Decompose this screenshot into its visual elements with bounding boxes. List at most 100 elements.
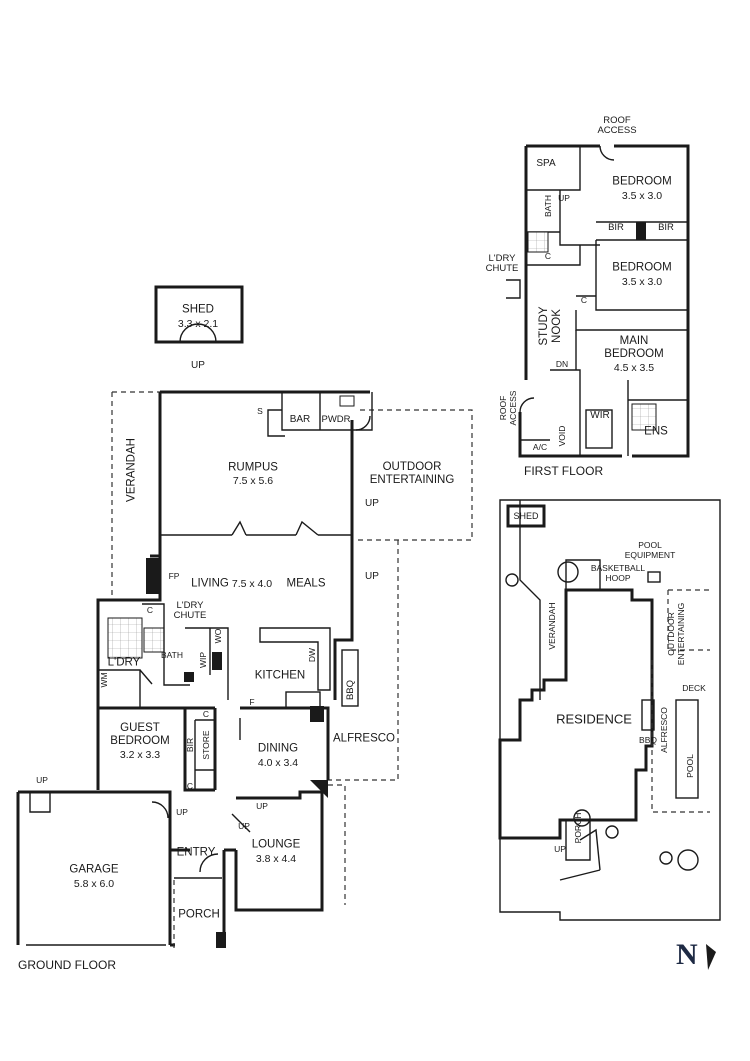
kitchen-pillar [310, 706, 324, 722]
site-outdoor-label: OUTDOOR ENTERTAINING [666, 602, 686, 666]
shed-walls [154, 285, 244, 344]
bbq-label: BBQ [345, 679, 356, 701]
fireplace-label: FP [168, 571, 180, 581]
main-bedroom-name: MAIN BEDROOM [604, 335, 664, 360]
site-pool-label: POOL [685, 754, 695, 778]
north-label: N [676, 938, 698, 971]
pwdr-label: PWDR [321, 414, 351, 425]
side-roof-access-door [519, 397, 535, 413]
site-drive [559, 828, 601, 881]
tree-2 [505, 573, 519, 587]
rumpus-up: UP [365, 498, 379, 509]
void-label: VOID [557, 425, 567, 447]
ground-floor-plan [16, 285, 473, 948]
kitchen-cooktop [285, 691, 321, 709]
bath-label: BATH [160, 650, 184, 660]
first-up-label: UP [558, 193, 570, 203]
spa-label: SPA [536, 158, 556, 169]
pool-shape [675, 699, 699, 799]
site-bbq [641, 699, 655, 731]
rumpus-s-label: S [257, 406, 263, 416]
first-floor-title: FIRST FLOOR [524, 464, 604, 478]
dining-up: UP [256, 801, 268, 811]
site-alfresco-outline [651, 660, 710, 813]
site-up-label: UP [554, 844, 566, 854]
site-boundary [499, 499, 721, 921]
bedroom2-name: BEDROOM [612, 261, 672, 274]
guest-bir-label: BIR [185, 737, 195, 753]
living-size: 7.5 x 4.0 [231, 578, 273, 590]
roof-access-side-label: ROOF ACCESS [498, 390, 518, 426]
ldry-chute-box [506, 279, 521, 299]
lounge-arrow [231, 813, 251, 833]
bir-divider [636, 222, 646, 240]
rumpus-size: 7.5 x 5.6 [232, 475, 274, 487]
ens-tiles [631, 403, 657, 431]
tree-1 [557, 561, 579, 583]
meals-label: MEALS [286, 577, 326, 590]
guest-bedroom-name: GUEST BEDROOM [110, 722, 170, 747]
first-bath-label: BATH [543, 194, 553, 218]
roof-access-top-label: ROOF ACCESS [597, 115, 637, 136]
lounge-name: LOUNGE [251, 838, 301, 851]
shed-up: UP [191, 360, 205, 371]
store-c-label: C [202, 709, 210, 719]
porch-pillar [216, 932, 226, 948]
first-floor-walls [518, 144, 690, 458]
living-label: LIVING [191, 577, 229, 590]
pwdr-door-swing [355, 415, 371, 431]
lounge-up: UP [238, 821, 250, 831]
basketball-hoop-label: BASKETBALL HOOP [590, 563, 646, 583]
guest-store-walls [96, 706, 330, 792]
main-bedroom-partitions [550, 330, 688, 456]
first-ldry-chute-label: L'DRY CHUTE [485, 253, 519, 274]
meals-up: UP [365, 571, 379, 582]
ground-floor-title: GROUND FLOOR [18, 958, 117, 972]
verandah-outline [111, 391, 160, 600]
store-partitions [194, 719, 215, 790]
laundry-bath-partitions [98, 603, 229, 708]
lounge-size: 3.8 x 4.4 [255, 853, 297, 865]
tree-5 [677, 849, 699, 871]
fireplace [146, 558, 160, 594]
dishwasher-label: DW [307, 647, 317, 663]
site-outdoor-outline [667, 589, 710, 651]
wip-label: WIP [198, 651, 208, 669]
rumpus-name: RUMPUS [228, 461, 278, 474]
bbq-bench [341, 649, 359, 707]
roof-access-door [599, 145, 615, 161]
main-bedroom-size: 4.5 x 3.5 [613, 362, 655, 374]
laundry-c-label: C [146, 605, 154, 615]
washing-machine-label: WM [99, 672, 109, 688]
fridge-label: F [249, 697, 255, 707]
site-shed [506, 504, 546, 528]
bedroom2-size: 3.5 x 3.0 [621, 276, 663, 288]
garage-size: 5.8 x 6.0 [73, 878, 115, 890]
garage-door-swing [151, 801, 169, 819]
alfresco-label: ALFRESCO [333, 732, 395, 745]
tree-4 [605, 825, 619, 839]
garage-up: UP [36, 775, 48, 785]
shed-name: SHED [182, 303, 214, 316]
wall-oven-label: WO [213, 628, 223, 644]
pool-equipment-box [565, 559, 601, 590]
dining-corner-pillar [310, 780, 328, 798]
first-floor-plan [506, 144, 690, 458]
shed-door-swing [179, 323, 217, 343]
guest-bedroom-size: 3.2 x 3.3 [119, 749, 161, 761]
site-alfresco-label: ALFRESCO [659, 707, 669, 753]
wir-island [585, 409, 613, 449]
laundry-label: L'DRY [107, 656, 141, 669]
ens-label: ENS [644, 425, 668, 438]
bar-powder-walls [267, 392, 373, 437]
entry-lounge-walls [170, 790, 324, 947]
site-path-left [519, 500, 541, 700]
outdoor-entertaining-outline [358, 409, 473, 541]
bedroom1-size: 3.5 x 3.0 [621, 190, 663, 202]
tree-3 [573, 809, 591, 827]
tree-6 [659, 851, 673, 865]
guest-c-label: C [186, 781, 194, 791]
entry-label: ENTRY [176, 846, 216, 859]
